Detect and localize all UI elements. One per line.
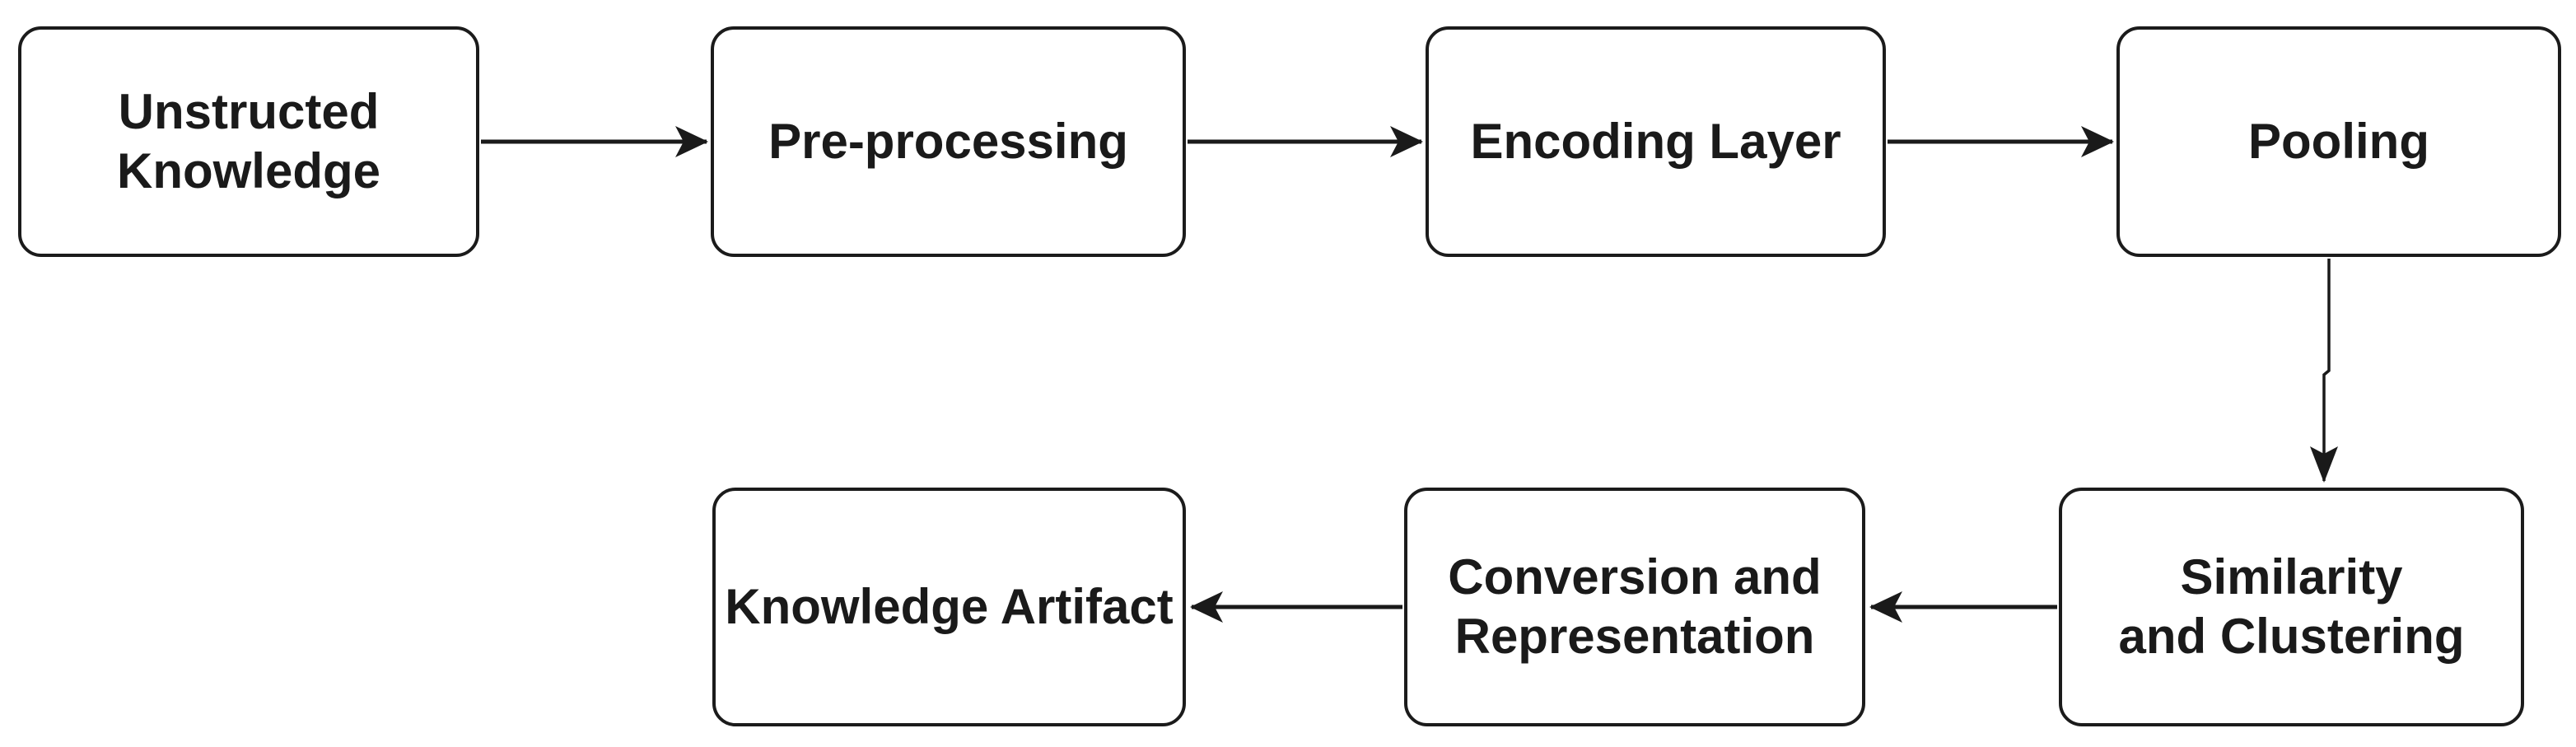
node-conversion-and-representation: Conversion and Representation xyxy=(1404,488,1865,726)
node-label-unstructed-knowledge: Unstructed Knowledge xyxy=(116,84,380,198)
node-unstructed-knowledge: Unstructed Knowledge xyxy=(18,26,479,257)
node-label-pooling: Pooling xyxy=(2248,114,2429,169)
edge-pooling-to-similarity xyxy=(2310,259,2338,483)
node-label-similarity-and-clustering: Similarity and Clustering xyxy=(2118,549,2465,664)
node-label-pre-processing: Pre-processing xyxy=(768,114,1128,169)
node-pooling: Pooling xyxy=(2116,26,2561,257)
node-label-knowledge-artifact: Knowledge Artifact xyxy=(725,579,1174,634)
node-knowledge-artifact: Knowledge Artifact xyxy=(712,488,1186,726)
node-pre-processing: Pre-processing xyxy=(711,26,1186,257)
node-encoding-layer: Encoding Layer xyxy=(1426,26,1886,257)
node-label-conversion-and-representation: Conversion and Representation xyxy=(1448,549,1822,664)
node-similarity-and-clustering: Similarity and Clustering xyxy=(2059,488,2524,726)
node-label-encoding-layer: Encoding Layer xyxy=(1470,114,1841,169)
